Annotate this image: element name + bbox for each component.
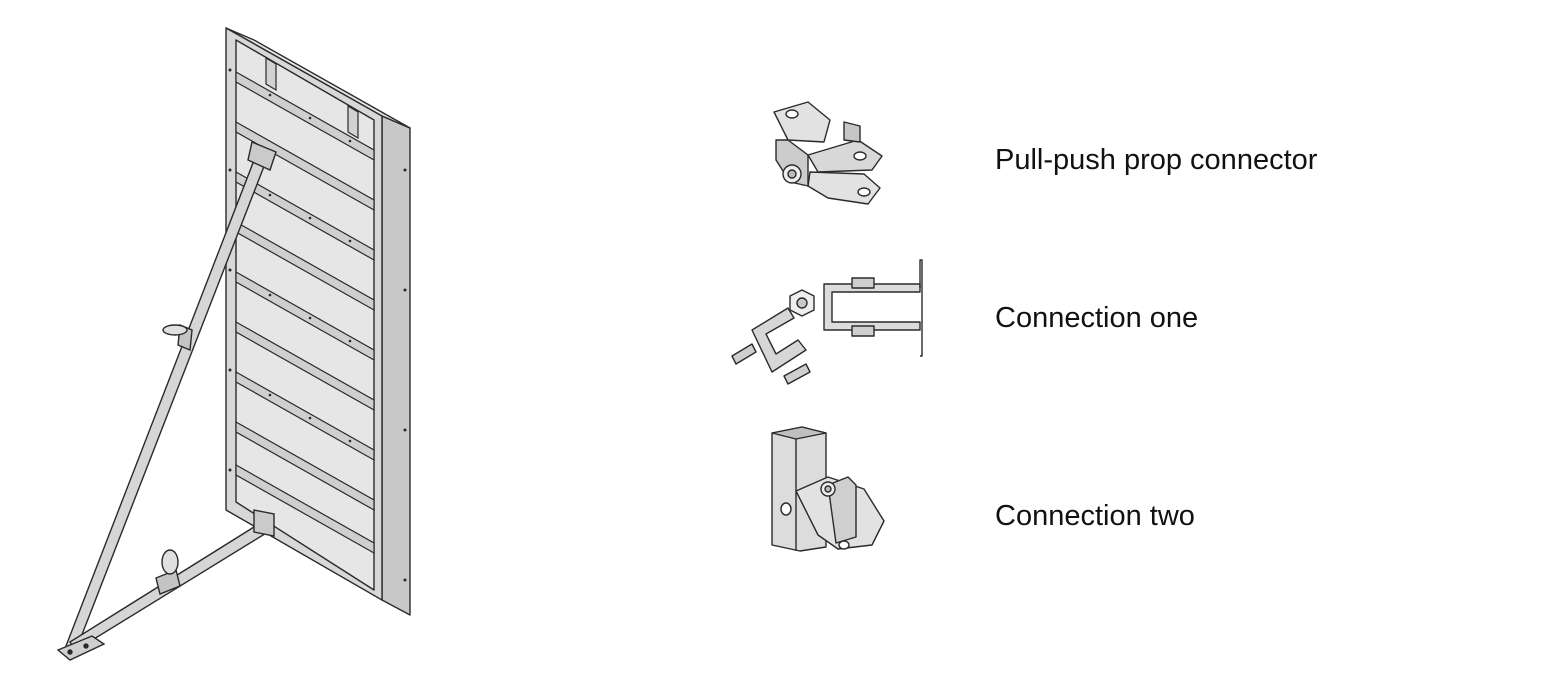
connection-two-figure (768, 425, 893, 555)
connection-one-icon (731, 259, 923, 385)
connection-one-label: Connection one (995, 302, 1199, 334)
lower-push-pull-prop (68, 509, 275, 651)
formwork-panel-svg (56, 27, 411, 661)
prop-base-plate (56, 635, 106, 661)
formwork-panel-illustration (30, 10, 430, 670)
prop-connector-label: Pull-push prop connector (995, 144, 1318, 176)
connection-two-label: Connection two (995, 500, 1195, 532)
panel-ribs (235, 70, 375, 555)
prop-connector-icon (773, 101, 883, 205)
panel-side-face (381, 115, 411, 616)
connection-two-icon (771, 426, 885, 552)
connection-one-figure (728, 256, 928, 396)
prop-connector-figure (768, 100, 893, 210)
panel-rib-holes (228, 68, 407, 582)
